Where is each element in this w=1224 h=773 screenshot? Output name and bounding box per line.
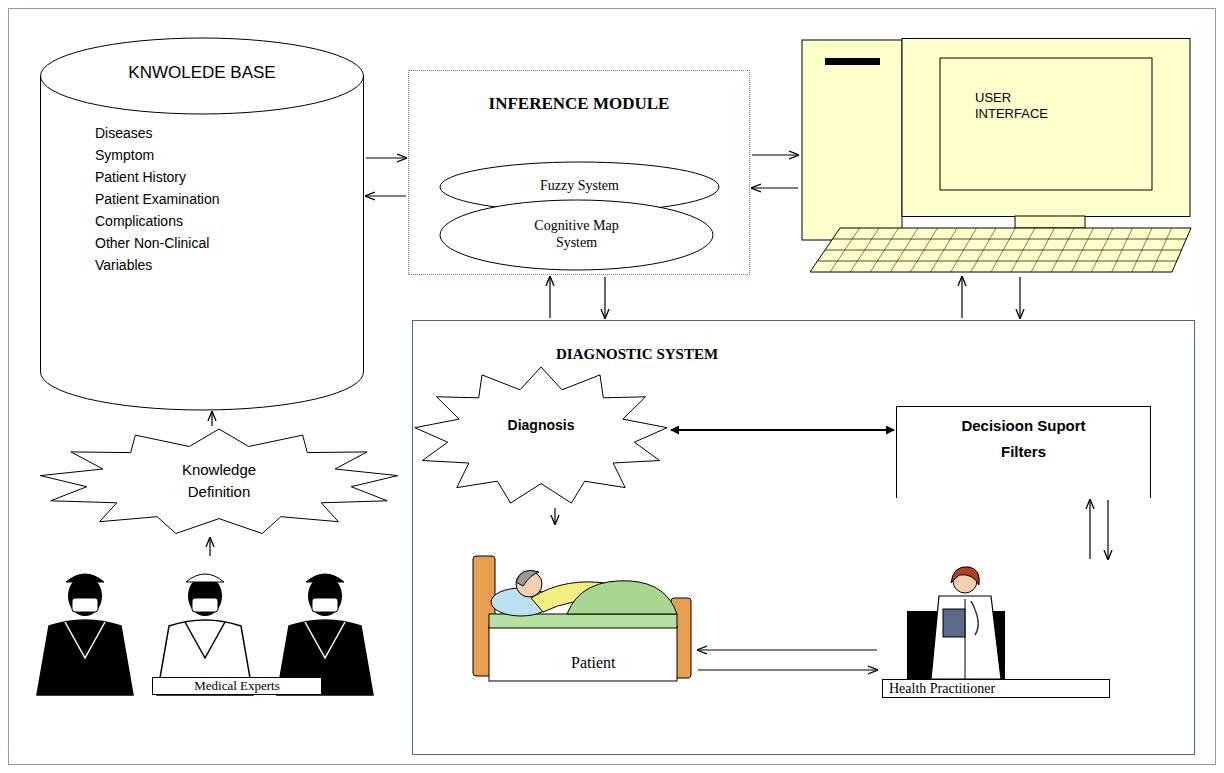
list-item: Patient Examination [95, 188, 255, 210]
connector-arrow [752, 154, 798, 155]
node-label: Decisioon Suport Filters [949, 413, 1099, 465]
starburst-outline [40, 429, 397, 534]
diagnosis-burst: Diagnosis [413, 366, 669, 506]
connector-arrow [209, 538, 210, 556]
connector-arrow [1089, 500, 1090, 559]
connector-arrow [1107, 500, 1108, 559]
connector-arrow [1019, 277, 1020, 318]
cognitive-map-ellipse: Cognitive Map System [439, 199, 714, 271]
node-label: Knowledge Definition [169, 459, 269, 503]
knowledge-base-cylinder: KNWOLEDE BASE DiseasesSymptomPatient Hist… [40, 38, 364, 410]
list-item: Other Non-Clinical Variables [95, 232, 255, 276]
connector-arrow [366, 157, 406, 158]
connector-arrow [554, 508, 555, 524]
connector-arrow [604, 277, 605, 318]
node-label: INFERENCE MODULE [409, 94, 749, 114]
connector-arrow [752, 187, 798, 188]
diagnostic-system-box: DIAGNOSTIC SYSTEM Diagnosis Decisioon Supo… [412, 320, 1195, 755]
connector-arrow [698, 669, 877, 670]
list-item: Symptom [95, 144, 255, 166]
patient-in-bed-picture [473, 556, 691, 681]
connector-arrow [211, 412, 212, 426]
node-label: Medical Experts [152, 677, 322, 695]
diagnosis-burst-outline [413, 366, 669, 506]
connector-arrow [698, 649, 877, 650]
node-label: Fuzzy System [439, 177, 720, 195]
inference-module-box: INFERENCE MODULE Fuzzy SystemCognitive Ma… [408, 70, 750, 275]
doctor-picture [907, 567, 1005, 679]
node-label: USER INTERFACE [975, 90, 1075, 122]
node-label: KNWOLEDE BASE [40, 63, 364, 83]
user-interface-computer-outline [800, 38, 1192, 275]
patient-figure-outline [471, 526, 696, 701]
node-label: Diagnosis [413, 416, 669, 434]
starburst-outline [415, 367, 667, 503]
knowledge-base-cylinder-outline [40, 38, 364, 410]
health-practitioner-figure: Health Practitioner [879, 561, 1119, 706]
decision-support-box: Decisioon Suport Filters [896, 406, 1151, 498]
node-label: Cognitive Map System [522, 217, 632, 251]
knowledge-definition-burst: Knowledge Definition [38, 428, 400, 536]
knowledge-definition-burst-outline [38, 428, 400, 536]
connector-arrow [671, 429, 894, 431]
list-item: Patient History [95, 166, 255, 188]
user-interface-computer: USER INTERFACE [800, 38, 1192, 275]
connector-arrow [961, 277, 962, 318]
surgeons-picture [37, 574, 373, 695]
node-label: DIAGNOSTIC SYSTEM [556, 345, 756, 363]
list-item: Diseases [95, 122, 255, 144]
list-item: Complications [95, 210, 255, 232]
connector-arrow [549, 277, 550, 318]
cylinder-body [41, 38, 364, 410]
medical-experts-figure: Medical Experts [40, 558, 370, 699]
computer-icon [802, 39, 1191, 273]
connector-arrow [366, 195, 406, 196]
ellipse-outline [440, 200, 713, 270]
outer-frame [9, 9, 1216, 765]
node-label: Patient [571, 654, 651, 672]
patient-figure: Patient [471, 526, 696, 701]
node-label: Health Practitioner [882, 679, 1110, 698]
